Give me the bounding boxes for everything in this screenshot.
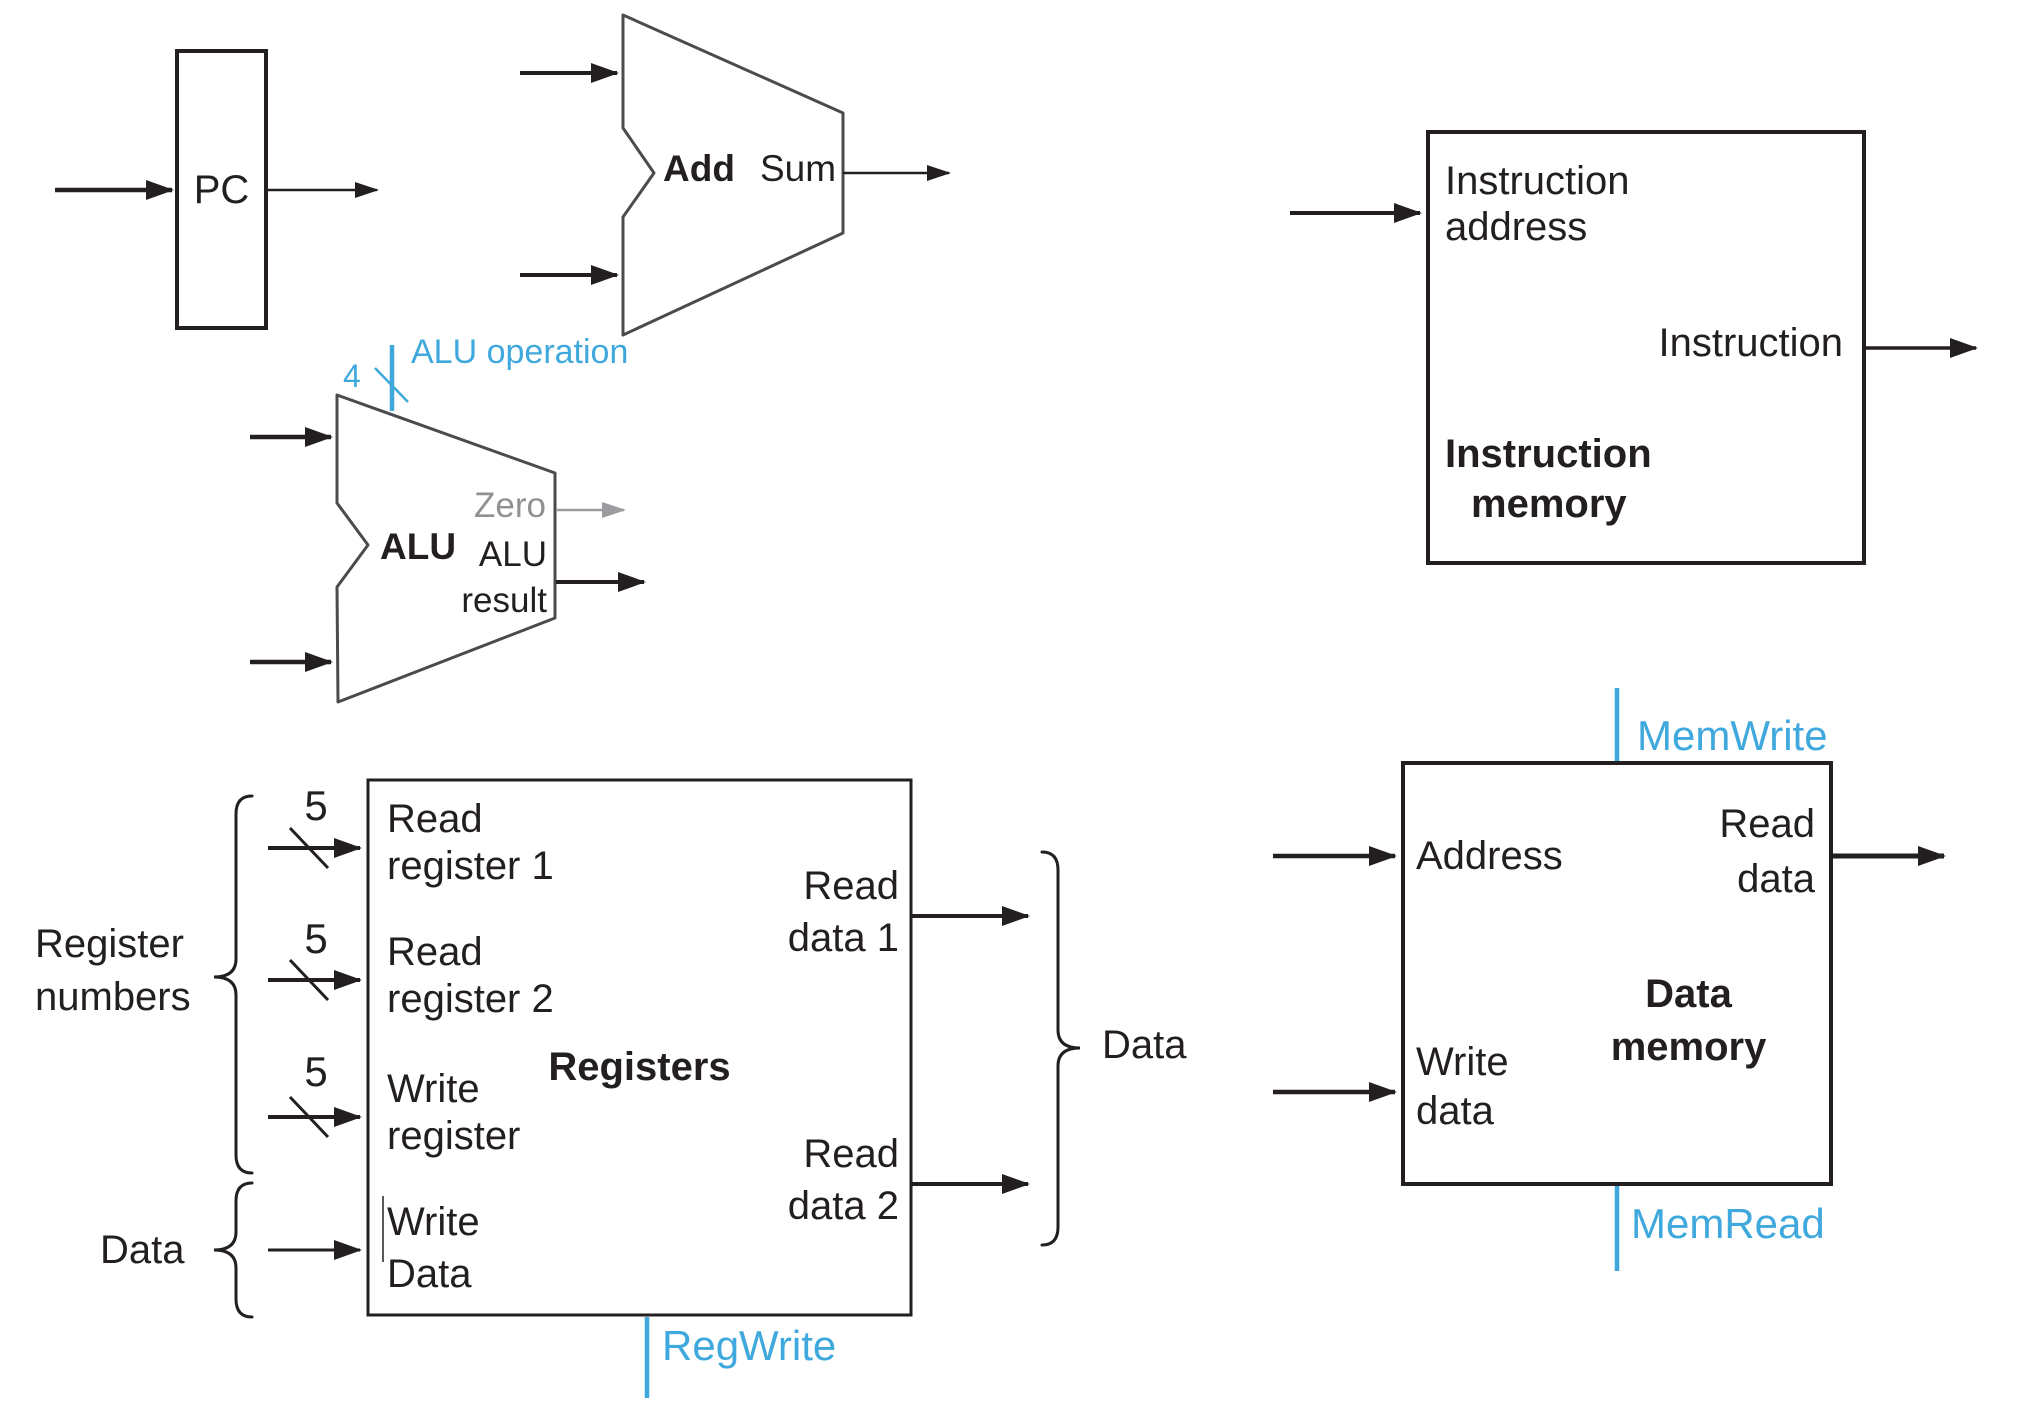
data-memory-title-line2: memory: [1610, 1025, 1767, 1069]
read-data-1-label: Read data 1: [697, 860, 899, 964]
data-memory-write-line2: data: [1416, 1089, 1494, 1133]
alu-control-bus-width-label: 4: [343, 358, 361, 394]
registers-box: [366, 778, 913, 1317]
alu-result-line1: ALU: [478, 535, 547, 574]
data-in-group-label: Data: [100, 1228, 185, 1272]
register-numbers-label: Register numbers: [35, 918, 191, 1024]
pc-unit: [55, 49, 379, 330]
read-data-2-line2: data 2: [787, 1184, 899, 1228]
data-memory-read-line1: Read: [1719, 802, 1815, 846]
alu-label: ALU: [380, 526, 457, 567]
bus-width-5-label-1: 5: [304, 782, 328, 829]
instruction-memory-box: [1426, 130, 1866, 565]
read-data-1-line2: data 1: [787, 916, 899, 960]
data-memory-title-line1: Data: [1645, 972, 1732, 1016]
data-memory-address-label: Address: [1416, 834, 1563, 878]
alu-zero-label: Zero: [474, 486, 546, 525]
read-data-2-line1: Read: [803, 1132, 899, 1176]
bus-width-5-label-3: 5: [304, 1048, 328, 1095]
write-register-line1: Write: [387, 1067, 480, 1111]
data-in-brace: [213, 1181, 254, 1319]
pc-label: PC: [193, 167, 250, 212]
adder-sum-label: Sum: [760, 148, 837, 189]
register-file-unit: [213, 778, 1081, 1398]
read-register-1-line1: Read: [387, 797, 483, 841]
memread-label: MemRead: [1631, 1200, 1825, 1247]
instruction-address-line1: Instruction: [1445, 159, 1630, 203]
write-data-line1: Write: [387, 1200, 480, 1244]
data-memory-title: Data memory: [1586, 968, 1791, 1074]
data-memory-unit: [1273, 688, 1946, 1271]
alu-result-line2: result: [461, 581, 547, 620]
data-out-brace: [1040, 850, 1081, 1247]
alu-shape: [335, 393, 557, 704]
register-numbers-brace: [213, 794, 254, 1175]
instruction-output-label: Instruction: [1658, 321, 1843, 365]
data-out-group-label: Data: [1102, 1023, 1187, 1067]
instruction-memory-title-line2: memory: [1471, 482, 1627, 526]
read-data-1-line1: Read: [803, 864, 899, 908]
regwrite-label: RegWrite: [662, 1322, 837, 1369]
write-data-line2: Data: [387, 1252, 472, 1296]
read-register-2-bus-slash: [288, 958, 330, 1002]
instruction-memory-title: Instruction memory: [1445, 429, 1652, 529]
write-register-line2: register: [387, 1114, 521, 1158]
adder-unit: [520, 13, 951, 337]
bus-width-5-label-2: 5: [304, 915, 328, 962]
alu-result-label: ALU result: [400, 532, 547, 624]
write-register-label: Write register: [387, 1066, 520, 1160]
write-register-bus-slash: [288, 1095, 330, 1139]
alu-control-bus-slash: [374, 367, 409, 403]
read-register-2-line2: register 2: [387, 977, 554, 1021]
write-data-label: Write Data: [387, 1196, 480, 1300]
data-memory-box: [1401, 761, 1833, 1186]
register-numbers-line2: numbers: [35, 975, 191, 1019]
alu-unit: [250, 345, 646, 704]
instruction-address-line2: address: [1445, 205, 1588, 249]
instruction-memory-title-line1: Instruction: [1445, 432, 1652, 476]
read-register-2-line1: Read: [387, 930, 483, 974]
read-register-1-label: Read register 1: [387, 796, 554, 890]
instruction-address-label: Instruction address: [1445, 158, 1630, 250]
data-memory-write-data-label: Write data: [1416, 1038, 1509, 1136]
read-register-2-label: Read register 2: [387, 929, 554, 1023]
memwrite-label: MemWrite: [1637, 712, 1828, 759]
data-memory-read-line2: data: [1737, 857, 1815, 901]
data-memory-write-line1: Write: [1416, 1040, 1509, 1084]
adder-label: Add: [663, 148, 735, 189]
adder-shape: [621, 13, 845, 337]
data-memory-read-data-label: Read data: [1615, 797, 1815, 907]
registers-title: Registers: [548, 1045, 731, 1089]
alu-operation-label: ALU operation: [411, 333, 629, 371]
read-data-2-label: Read data 2: [697, 1128, 899, 1232]
instruction-memory-unit: [1290, 130, 1978, 565]
read-register-1-line2: register 1: [387, 844, 554, 888]
register-numbers-line1: Register: [35, 922, 184, 966]
read-register-1-bus-slash: [288, 826, 330, 870]
